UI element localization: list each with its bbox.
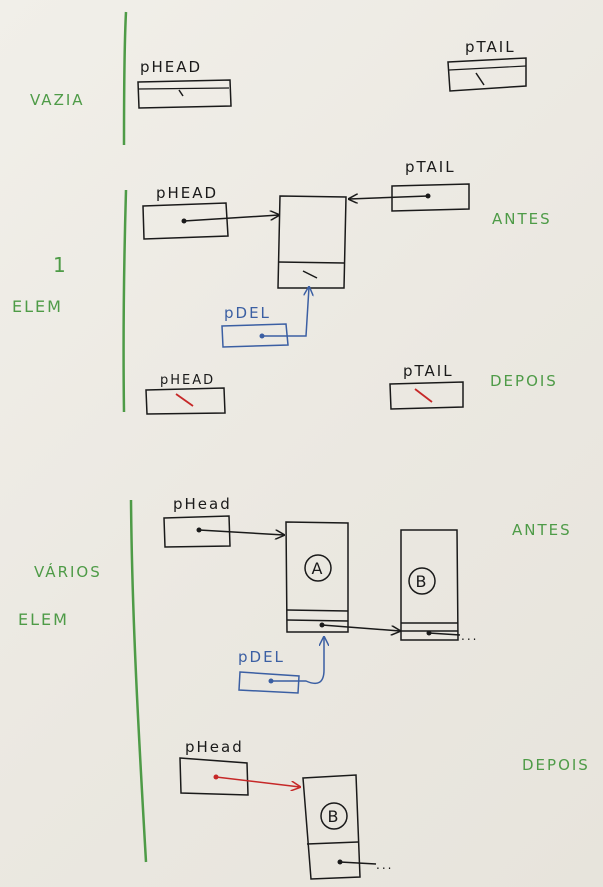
- label-one-elem: ELEM: [12, 297, 63, 316]
- label-many-after: DEPOIS: [522, 756, 590, 774]
- node-a: [285, 521, 349, 633]
- label-many-before: ANTES: [512, 521, 572, 539]
- one-pdel-label: pDEL: [224, 304, 271, 322]
- node-b-after-next-line: [339, 861, 377, 865]
- node-b-after: [302, 774, 361, 880]
- divider-many-elem: [129, 499, 148, 863]
- divider-one-elem: [122, 189, 128, 413]
- one-after-phead-label: pHEAD: [160, 373, 215, 388]
- empty-phead-label: pHEAD: [140, 58, 202, 76]
- node-b: [400, 529, 459, 641]
- label-one-before: ANTES: [492, 210, 552, 228]
- one-node: [277, 195, 347, 289]
- node-a-label: A: [312, 559, 325, 578]
- empty-ptail-label: pTAIL: [465, 38, 516, 56]
- label-vazia: VAZIA: [30, 91, 85, 109]
- divider-empty: [122, 11, 128, 146]
- label-many-elem: ELEM: [18, 610, 69, 629]
- many-pdel-box: [238, 671, 300, 694]
- label-one-after: DEPOIS: [490, 372, 558, 390]
- many-phead-arrow: [198, 529, 284, 535]
- node-b-ellipsis: ...: [461, 629, 478, 643]
- one-ptail-label: pTAIL: [405, 158, 456, 176]
- node-a-next-arrow: [321, 624, 400, 631]
- many-pdel-arrow: [271, 637, 324, 685]
- one-ptail-arrow: [349, 196, 429, 199]
- one-after-phead-box: [145, 387, 226, 415]
- one-after-ptail-label: pTAIL: [403, 362, 454, 380]
- many-phead-label: pHead: [173, 495, 232, 513]
- one-after-ptail-box: [389, 381, 464, 410]
- node-b-label: B: [416, 572, 429, 591]
- label-varios: VÁRIOS: [34, 562, 102, 581]
- node-b-after-label: B: [328, 807, 341, 826]
- many-after-phead-arrow: [215, 776, 300, 787]
- node-b-after-ellipsis: ...: [376, 858, 393, 872]
- many-after-phead-box: [179, 757, 249, 796]
- one-pdel-arrow: [262, 287, 309, 337]
- one-phead-label: pHEAD: [156, 184, 218, 202]
- one-phead-arrow: [183, 215, 279, 222]
- label-one: 1: [53, 253, 68, 277]
- node-b-next-line: [428, 632, 461, 636]
- empty-ptail-box: [447, 57, 527, 92]
- many-pdel-label: pDEL: [238, 648, 285, 666]
- empty-phead-box: [137, 79, 232, 109]
- many-after-phead-label: pHead: [185, 738, 244, 756]
